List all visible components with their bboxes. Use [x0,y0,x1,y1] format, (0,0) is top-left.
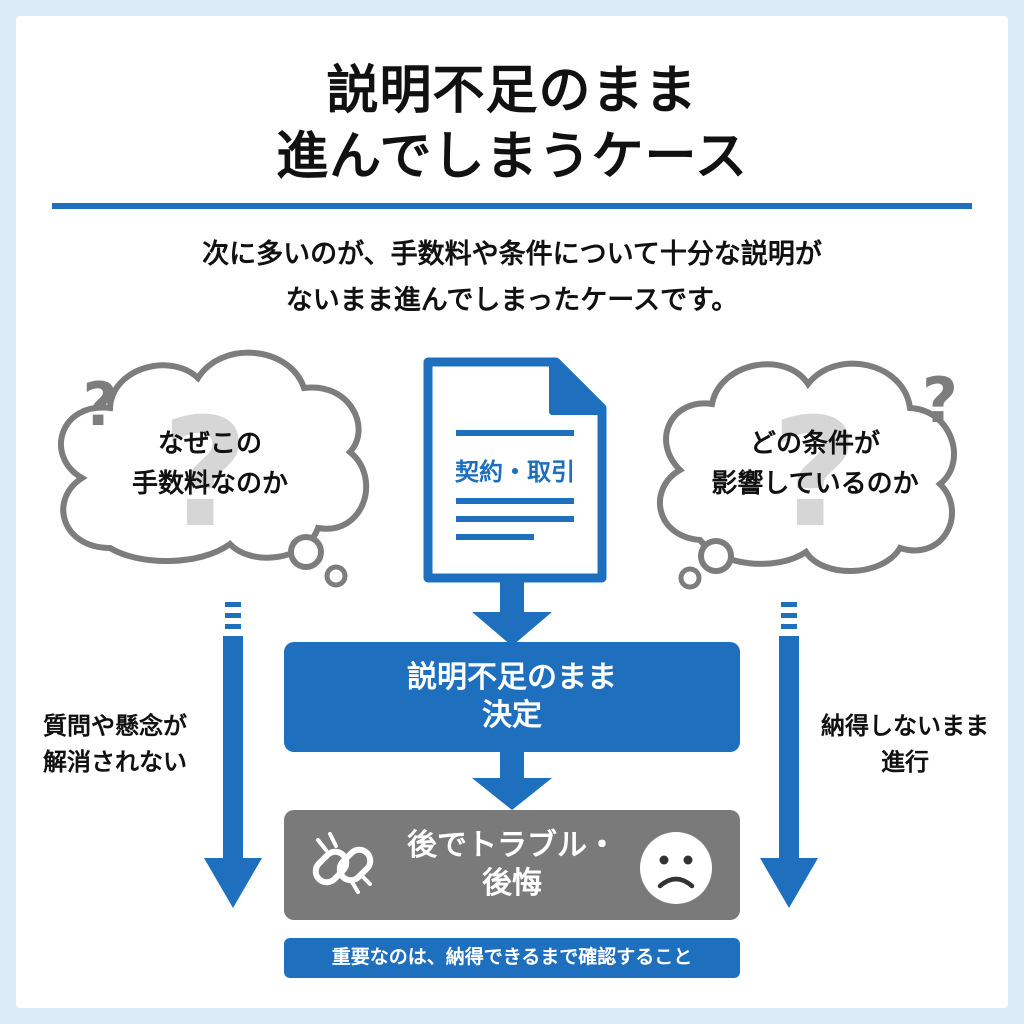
left-side-line-2: 解消されない [43,748,187,776]
document-icon [423,357,607,583]
sad-face-icon [640,832,712,904]
result-line-1: 後でトラブル・ [407,828,617,863]
intro-line-2: ないまま進んでしまったケースです。 [285,285,739,316]
document-label: 契約・取引 [455,458,575,486]
right-side-line-1: 納得しないまま [821,712,989,740]
question-mark-icon: ? [771,387,858,561]
decision-line-1: 説明不足のまま [407,660,617,695]
right-cloud-line-2: 影響しているのか [711,469,919,499]
broken-link-icon [312,832,374,894]
decision-box: 説明不足のまま 決定 [284,642,740,752]
left-side-text: 質問や懸念が 解消されない [20,708,210,780]
decision-line-2: 決定 [482,698,542,733]
question-mark-icon: ? [83,370,118,440]
arrow-down-icon [472,580,552,646]
left-cloud-text: なぜこの 手数料なのか [110,424,310,504]
result-line-2: 後悔 [482,866,542,901]
arrow-down-icon [472,752,552,810]
left-thought-cloud [57,349,369,588]
left-cloud-line-1: なぜこの [157,429,262,459]
footer-message: 重要なのは、納得できるまで確認すること [284,938,740,978]
intro-line-1: 次に多いのが、手数料や条件について十分な説明が [202,239,822,270]
right-side-text: 納得しないまま 進行 [800,708,1010,780]
question-mark-icon: ? [161,387,248,561]
right-thought-cloud [656,360,957,590]
title-line-2: 進んでしまうケース [276,127,748,187]
right-cloud-text: どの条件が 影響しているのか [690,424,940,504]
title-divider [52,203,972,209]
left-cloud-line-2: 手数料なのか [131,469,288,499]
right-side-line-2: 進行 [881,748,929,776]
right-cloud-line-1: どの条件が [749,429,880,459]
title-line-1: 説明不足のまま [326,61,698,121]
arrow-down-icon [204,602,262,908]
arrow-down-icon [760,602,818,908]
question-mark-icon: ? [922,364,958,437]
left-side-line-1: 質問や懸念が [43,712,187,740]
